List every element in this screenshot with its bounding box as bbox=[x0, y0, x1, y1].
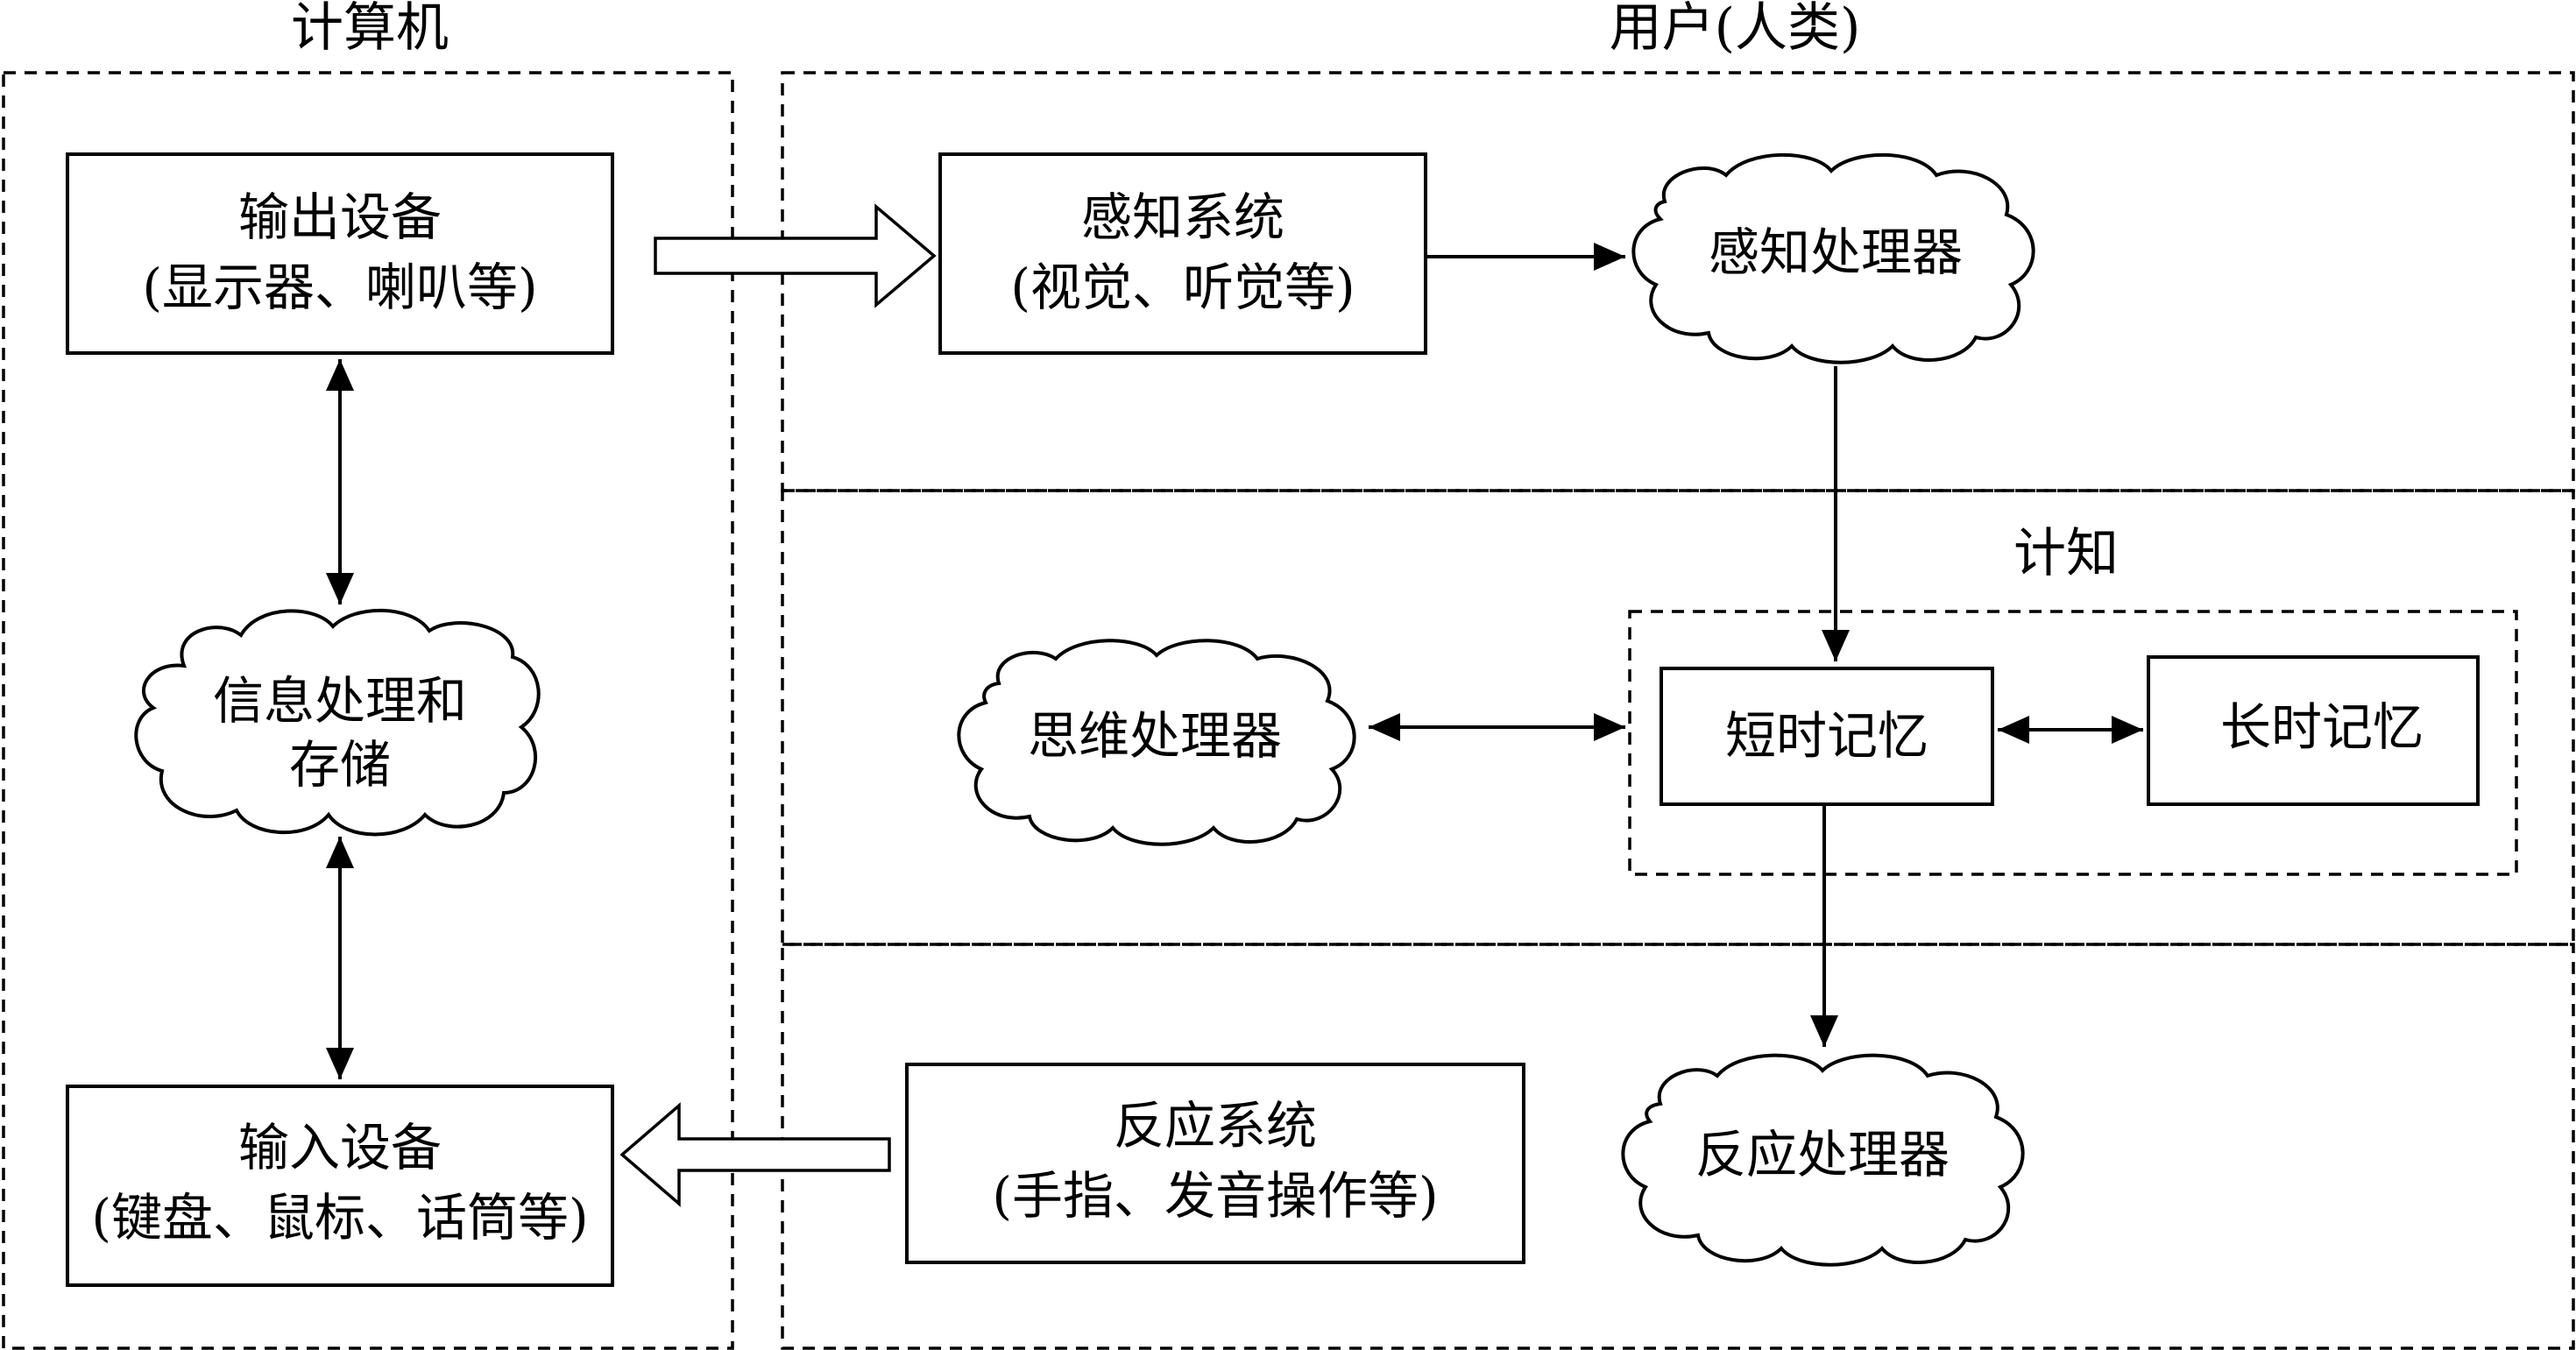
response-system-box bbox=[905, 1063, 1525, 1264]
computer-region bbox=[2, 71, 734, 1350]
perception-processor-cloud bbox=[1631, 152, 2035, 364]
info-processing-sublabel: 存储 bbox=[289, 735, 391, 795]
long-term-memory-label: 长时记忆 bbox=[2220, 697, 2424, 757]
computer-title: 计算机 bbox=[291, 0, 449, 59]
short-term-memory-label: 短时记忆 bbox=[1725, 706, 1928, 766]
response-system-sublabel: (手指、发音操作等) bbox=[992, 1166, 1438, 1226]
input-device-sublabel: (键盘、鼠标、话筒等) bbox=[91, 1188, 588, 1248]
info-processing-cloud bbox=[134, 608, 541, 837]
info-processing-label: 信息处理和 bbox=[213, 671, 467, 731]
input-device-box bbox=[66, 1085, 614, 1287]
long-term-memory-box bbox=[2147, 655, 2480, 806]
thinking-processor-label: 思维处理器 bbox=[1028, 706, 1282, 766]
user-perception-region bbox=[781, 71, 2575, 492]
thinking-processor-cloud bbox=[957, 639, 1356, 846]
hollow-arrow-response-to-input bbox=[619, 1102, 891, 1207]
output-device-label: 输出设备 bbox=[238, 187, 442, 247]
perception-processor-label: 感知处理器 bbox=[1709, 223, 1963, 282]
response-processor-cloud bbox=[1621, 1053, 2025, 1267]
output-device-box bbox=[66, 152, 614, 355]
perception-system-label: 感知系统 bbox=[1081, 187, 1284, 247]
user-title: 用户(人类) bbox=[1610, 0, 1861, 59]
response-processor-label: 反应处理器 bbox=[1695, 1125, 1950, 1184]
hollow-arrow-output-to-perception bbox=[654, 203, 937, 308]
memory-group-region bbox=[1628, 610, 2518, 876]
perception-system-sublabel: (视觉、听觉等) bbox=[1010, 258, 1355, 317]
response-system-label: 反应系统 bbox=[1114, 1096, 1317, 1156]
output-device-sublabel: (显示器、喇叭等) bbox=[142, 258, 537, 317]
perception-system-box bbox=[938, 152, 1427, 355]
short-term-memory-box bbox=[1660, 667, 1994, 806]
input-device-label: 输入设备 bbox=[238, 1118, 442, 1177]
cognition-title: 计知 bbox=[2013, 523, 2119, 584]
